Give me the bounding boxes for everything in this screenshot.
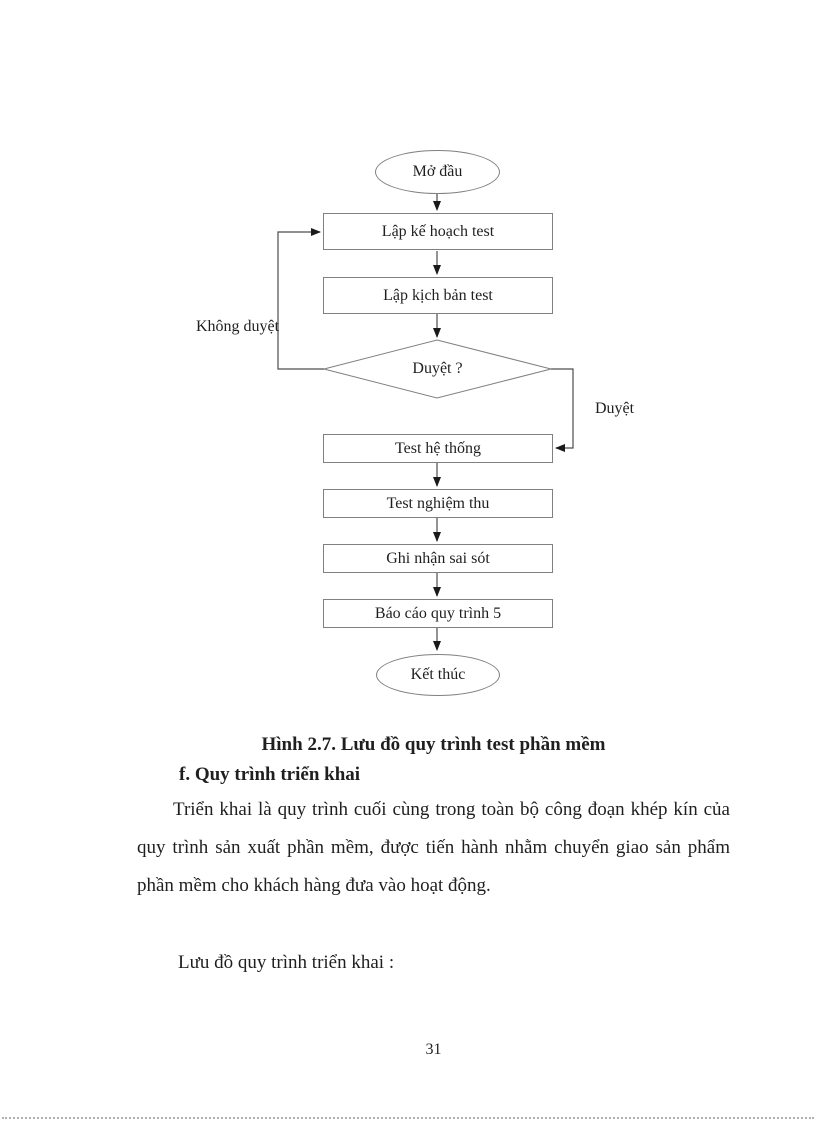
page-number: 31: [425, 1041, 442, 1058]
flowchart-node-start: Mở đầu: [375, 150, 500, 194]
flowchart-node-system-test: Test hệ thống: [323, 434, 553, 463]
flowchart-node-review: Duyệt ?: [412, 360, 463, 377]
paragraph-line: phần mềm cho khách hàng đưa vào hoạt độn…: [137, 875, 491, 896]
edge-review-approved: [551, 368, 574, 452]
edge-review-rejected-loop: [277, 228, 324, 370]
section-heading: f. Quy trình triển khai: [179, 764, 361, 785]
bottom-dotted-rule: [2, 1117, 814, 1119]
decision-diamond-shape: [323, 339, 552, 399]
flowchart-node-record-errors: Ghi nhận sai sót: [323, 544, 553, 573]
flowchart-node-plan-test: Lập kế hoạch test: [323, 213, 553, 250]
flowchart-node-report: Báo cáo quy trình 5: [323, 599, 553, 628]
flowchart-node-acceptance-test: Test nghiệm thu: [323, 489, 553, 518]
flow-intro-text: Lưu đồ quy trình triển khai :: [178, 952, 395, 973]
figure-caption: Hình 2.7. Lưu đồ quy trình test phần mềm: [261, 734, 606, 755]
edge-label-rejected: Không duyệt: [196, 318, 280, 335]
paragraph-line: Triển khai là quy trình cuối cùng trong …: [173, 799, 730, 820]
body-paragraph: Triển khai là quy trình cuối cùng trong …: [137, 791, 730, 905]
flowchart-node-end: Kết thúc: [376, 654, 500, 696]
edge-label-approved: Duyệt: [595, 400, 635, 417]
paragraph-line: quy trình sản xuất phần mềm, được tiến h…: [137, 837, 730, 858]
flowchart-node-script-test: Lập kịch bản test: [323, 277, 553, 314]
